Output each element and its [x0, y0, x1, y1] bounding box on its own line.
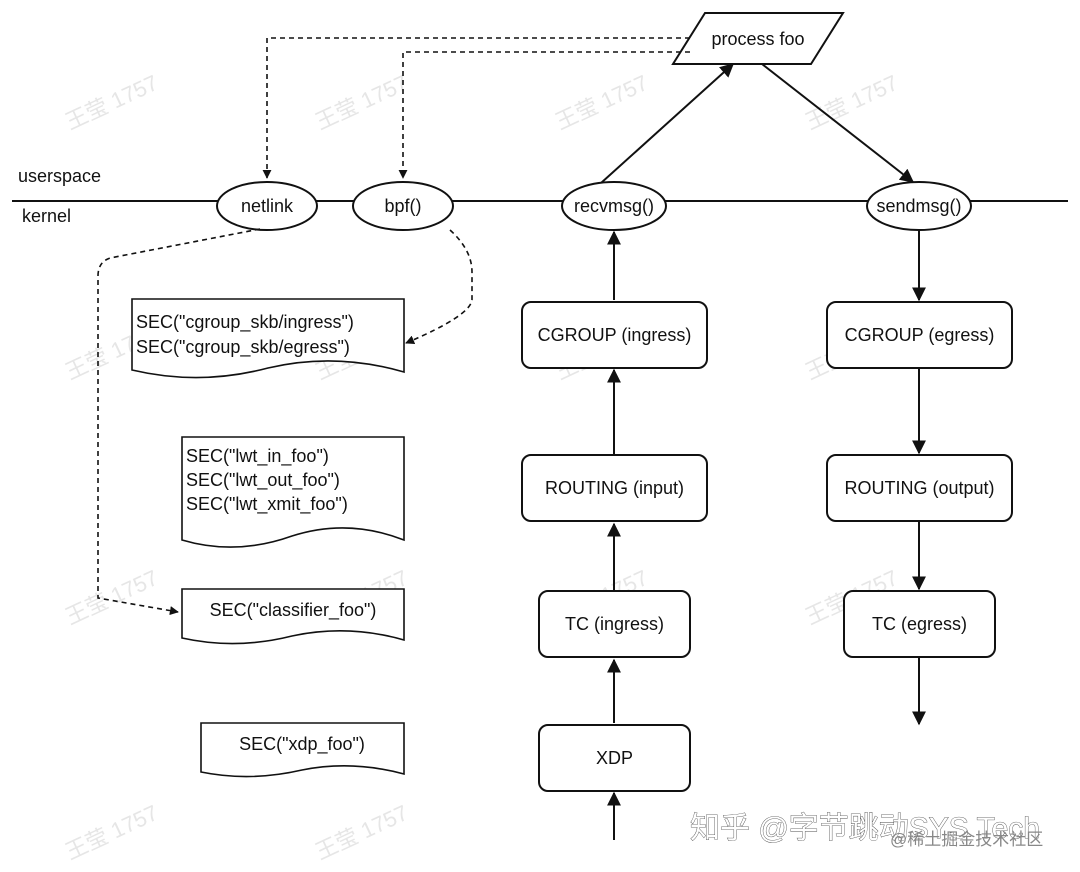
recvmsg-to-process-arrow: [600, 63, 735, 184]
process-to-netlink-dashed: [262, 37, 690, 179]
netlink-label: netlink: [241, 196, 294, 216]
tc-ingress-node: [538, 590, 691, 658]
tc-egress-node: [843, 590, 996, 658]
watermark-tile: 王莹 1757: [312, 70, 412, 135]
watermark-tile: 王莹 1757: [62, 800, 162, 865]
process-node: [671, 12, 845, 65]
sendmsg-node: [866, 181, 972, 231]
xdp-sec-doc: [200, 722, 405, 778]
xdp-label: XDP: [596, 748, 633, 768]
community-watermark: @稀土掘金技术社区: [890, 830, 1043, 849]
netlink-node: [216, 181, 318, 231]
cgroup-sec-line-1: SEC("cgroup_skb/ingress"): [136, 312, 354, 333]
cgroup-sec-line-2: SEC("cgroup_skb/egress"): [136, 337, 350, 358]
cgroup-ingress-label: CGROUP (ingress): [538, 325, 692, 345]
recvmsg-label: recvmsg(): [574, 196, 654, 216]
bpf-to-cgroup-sec-dashed: [405, 229, 473, 344]
lwt-sec-line-3: SEC("lwt_xmit_foo"): [186, 494, 348, 515]
tc-ingress-label: TC (ingress): [565, 614, 664, 634]
userspace-label: userspace: [18, 166, 101, 186]
cgroup-sec-doc: [131, 298, 405, 379]
lwt-sec-line-2: SEC("lwt_out_foo"): [186, 470, 340, 491]
routing-input-node: [521, 454, 708, 522]
xdp-node: [538, 724, 691, 792]
recvmsg-node: [561, 181, 667, 231]
sendmsg-label: sendmsg(): [876, 196, 961, 216]
watermark-tile: 王莹 1757: [62, 565, 162, 630]
lwt-sec-doc: [181, 436, 405, 548]
bpf-node: [352, 181, 454, 231]
process-label: process foo: [711, 29, 804, 49]
bpf-label: bpf(): [384, 196, 421, 216]
watermark-tile: 王莹 1757: [62, 70, 162, 135]
cgroup-egress-label: CGROUP (egress): [845, 325, 995, 345]
routing-output-node: [826, 454, 1013, 522]
tc-egress-label: TC (egress): [872, 614, 967, 634]
xdp-sec-label: SEC("xdp_foo"): [239, 734, 365, 755]
process-to-sendmsg-arrow: [761, 63, 915, 183]
watermark-tile: 王莹 1757: [312, 800, 412, 865]
routing-output-label: ROUTING (output): [844, 478, 994, 498]
watermark-tile: 王莹 1757: [552, 70, 652, 135]
classifier-sec-doc: [181, 588, 405, 645]
brand-watermark: 知乎 @字节跳动SYS Tech: [690, 812, 1040, 845]
watermark-tile: 王莹 1757: [802, 70, 902, 135]
kernel-label: kernel: [22, 206, 71, 226]
lwt-sec-line-1: SEC("lwt_in_foo"): [186, 446, 329, 467]
process-to-bpf-dashed: [398, 51, 690, 179]
classifier-sec-label: SEC("classifier_foo"): [210, 600, 377, 621]
netlink-to-classifier-sec-dashed: [97, 228, 261, 616]
routing-input-label: ROUTING (input): [545, 478, 684, 498]
cgroup-ingress-node: [521, 301, 708, 369]
cgroup-egress-node: [826, 301, 1013, 369]
